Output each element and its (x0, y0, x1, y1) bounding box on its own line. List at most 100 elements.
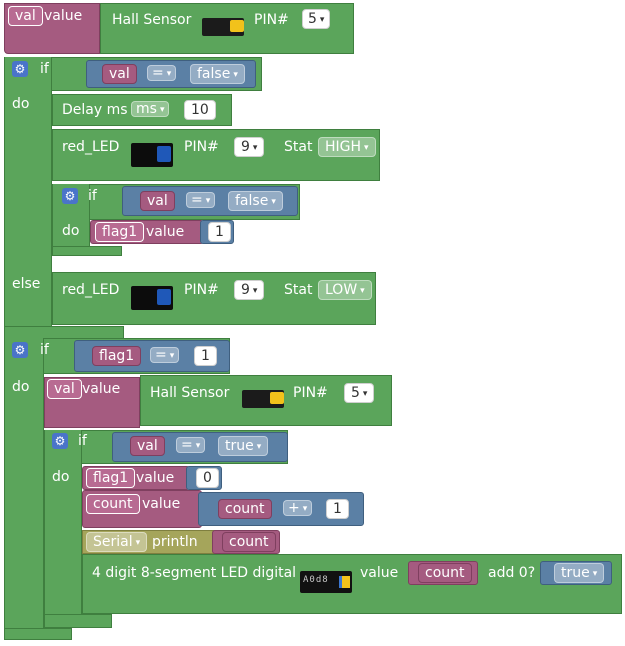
segment-display-block[interactable] (82, 554, 622, 614)
println-label: println (152, 534, 198, 550)
red-led-low-block[interactable] (52, 272, 376, 325)
flag1-value-input[interactable]: 1 (208, 222, 231, 242)
lhs-var-pill[interactable]: val (140, 191, 175, 211)
add0-label: add 0? (488, 565, 536, 581)
math-operator-dropdown[interactable]: +▾ (283, 500, 313, 516)
if-label: if (78, 433, 87, 449)
pin-dropdown[interactable]: 5▾ (302, 9, 331, 29)
operand-var-pill[interactable]: count (218, 499, 272, 519)
pin-dropdown[interactable]: 9▾ (234, 137, 265, 157)
pin-dropdown[interactable]: 9▾ (234, 280, 265, 300)
var-val-pill[interactable]: val (47, 379, 82, 399)
if-true-footer (44, 614, 112, 628)
delay-label: Delay ms (62, 102, 128, 118)
chevron-down-icon: ▾ (169, 351, 175, 361)
gear-icon[interactable]: ⚙ (52, 433, 68, 449)
var-flag1-pill[interactable]: flag1 (95, 222, 145, 242)
else-label: else (12, 276, 41, 292)
red-led-label: red_LED (62, 282, 120, 298)
value-label: value (146, 224, 185, 240)
gear-icon[interactable]: ⚙ (62, 188, 78, 204)
if-label: if (40, 61, 49, 77)
operator-dropdown[interactable]: =▾ (186, 192, 216, 208)
rhs-number-input[interactable]: 1 (194, 346, 217, 366)
var-val-pill[interactable]: val (8, 6, 43, 26)
chevron-down-icon: ▾ (271, 197, 276, 207)
red-led-module-icon (131, 143, 173, 167)
var-flag1-pill[interactable]: flag1 (86, 468, 136, 488)
chevron-down-icon: ▾ (233, 70, 238, 80)
pin-label: PIN# (293, 385, 328, 401)
flag-if-spine (4, 338, 44, 640)
value-label: value (82, 381, 121, 397)
chevron-down-icon: ▾ (364, 143, 369, 153)
hall-sensor-label: Hall Sensor (150, 385, 230, 401)
red-led-label: red_LED (62, 139, 120, 155)
math-amount-input[interactable]: 1 (326, 499, 349, 519)
chevron-down-icon: ▾ (592, 569, 598, 579)
hall-sensor-module-icon (242, 390, 284, 408)
flag-if-footer (4, 628, 72, 640)
if-label: if (88, 188, 97, 204)
do-label: do (62, 223, 80, 239)
stat-dropdown[interactable]: LOW▾ (318, 280, 372, 300)
hall-sensor-module-icon (202, 18, 244, 36)
pin-label: PIN# (184, 282, 219, 298)
add0-dropdown[interactable]: true▾ (554, 563, 605, 583)
rhs-bool-dropdown[interactable]: false▾ (190, 64, 245, 84)
pin-dropdown[interactable]: 5▾ (344, 383, 375, 403)
chevron-down-icon: ▾ (302, 504, 308, 514)
segment-module-icon: A0d8 (300, 571, 352, 593)
operator-dropdown[interactable]: =▾ (147, 65, 177, 81)
do-label: do (12, 96, 30, 112)
value-label: value (44, 8, 83, 24)
lhs-var-pill[interactable]: val (102, 64, 137, 84)
chevron-down-icon: ▾ (166, 69, 172, 79)
value-label: value (136, 470, 175, 486)
gear-icon[interactable]: ⚙ (12, 61, 28, 77)
delay-amount-input[interactable]: 10 (184, 100, 216, 120)
chevron-down-icon: ▾ (252, 286, 258, 296)
println-arg-pill[interactable]: count (222, 532, 276, 552)
if-true-spine (44, 430, 82, 628)
segment-arg-pill[interactable]: count (418, 563, 472, 583)
value-label: value (142, 496, 181, 512)
value-label: value (360, 565, 399, 581)
serial-port-dropdown[interactable]: Serial▾ (86, 532, 148, 552)
chevron-down-icon: ▾ (362, 389, 368, 399)
do-label: do (52, 469, 70, 485)
stat-dropdown[interactable]: HIGH▾ (318, 137, 376, 157)
operator-dropdown[interactable]: =▾ (150, 347, 180, 363)
lhs-var-pill[interactable]: val (130, 436, 165, 456)
var-count-pill[interactable]: count (86, 494, 140, 514)
gear-icon[interactable]: ⚙ (12, 342, 28, 358)
stat-label: Stat (284, 282, 313, 298)
chevron-down-icon: ▾ (252, 143, 258, 153)
stat-label: Stat (284, 139, 313, 155)
lhs-var-pill[interactable]: flag1 (92, 346, 142, 366)
chevron-down-icon: ▾ (360, 286, 365, 296)
chevron-down-icon: ▾ (256, 442, 262, 452)
do-label: do (12, 379, 30, 395)
operator-dropdown[interactable]: =▾ (176, 437, 206, 453)
rhs-bool-dropdown[interactable]: false▾ (228, 191, 283, 211)
if-else-spine (4, 57, 52, 340)
segment-label: 4 digit 8-segment LED digital (92, 565, 297, 581)
pin-label: PIN# (254, 12, 289, 28)
add0-slot (540, 561, 612, 585)
flag1-value-input[interactable]: 0 (196, 468, 219, 488)
hall-sensor-label: Hall Sensor (112, 12, 192, 28)
if-label: if (40, 342, 49, 358)
red-led-module-icon (131, 286, 173, 310)
chevron-down-icon: ▾ (319, 15, 325, 25)
delay-unit-dropdown[interactable]: ms▾ (131, 101, 170, 117)
pin-label: PIN# (184, 139, 219, 155)
rhs-bool-dropdown[interactable]: true▾ (218, 436, 269, 456)
chevron-down-icon: ▾ (135, 538, 141, 548)
inner-if-footer (52, 246, 122, 256)
chevron-down-icon: ▾ (195, 441, 201, 451)
chevron-down-icon: ▾ (159, 105, 165, 115)
chevron-down-icon: ▾ (205, 196, 211, 206)
segment-display-text: A0d8 (303, 575, 329, 585)
red-led-high-block[interactable] (52, 129, 380, 181)
